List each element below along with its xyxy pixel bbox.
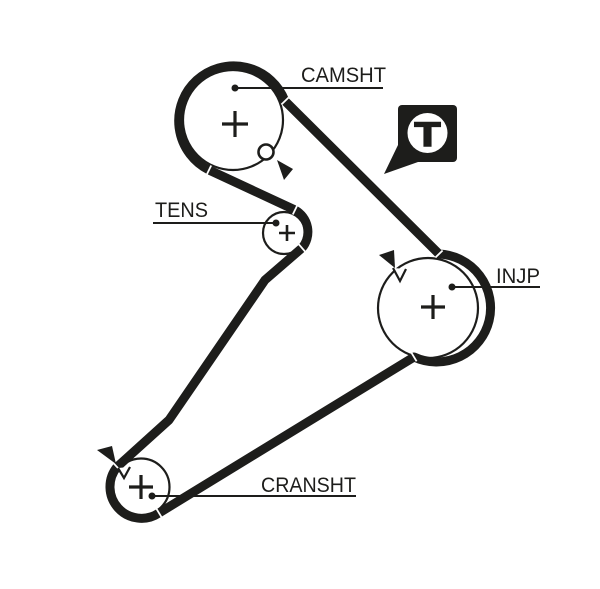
- injection-pump-label: INJP: [496, 265, 540, 288]
- tension-badge-circle: [407, 113, 448, 153]
- camshaft-leader: [231, 84, 383, 92]
- tensioner-leader: [153, 219, 280, 227]
- crankshaft-timing-notch-icon: [117, 466, 131, 481]
- camshaft-timing-arrow-icon: [277, 160, 293, 180]
- belt-segment-marks: [112, 96, 444, 518]
- injp-notch-cutout: [393, 268, 406, 281]
- tensioner-label: TENS: [155, 199, 208, 222]
- injection-pump-center-mark: [421, 295, 445, 319]
- injp-timing-notch-icon: [392, 267, 407, 284]
- camshaft-label: CAMSHT: [301, 64, 386, 87]
- tension-badge-icon: T: [384, 105, 457, 174]
- crankshaft-notch-cutout: [118, 467, 130, 478]
- injection-pump-leader: [448, 283, 540, 291]
- timing-belt: [105, 61, 496, 523]
- crankshaft-center-mark: [129, 475, 153, 499]
- crankshaft-leader: [148, 492, 356, 500]
- camshaft-timing-hole-icon: [257, 143, 275, 161]
- crankshaft-label: CRANSHT: [261, 474, 356, 497]
- crankshaft-timing-arrow-icon: [97, 446, 116, 464]
- camshaft-center-mark: [222, 111, 248, 137]
- tensioner-center-mark: [279, 225, 295, 241]
- tension-badge-letter: T: [415, 116, 441, 154]
- injp-timing-arrow-icon: [379, 250, 395, 268]
